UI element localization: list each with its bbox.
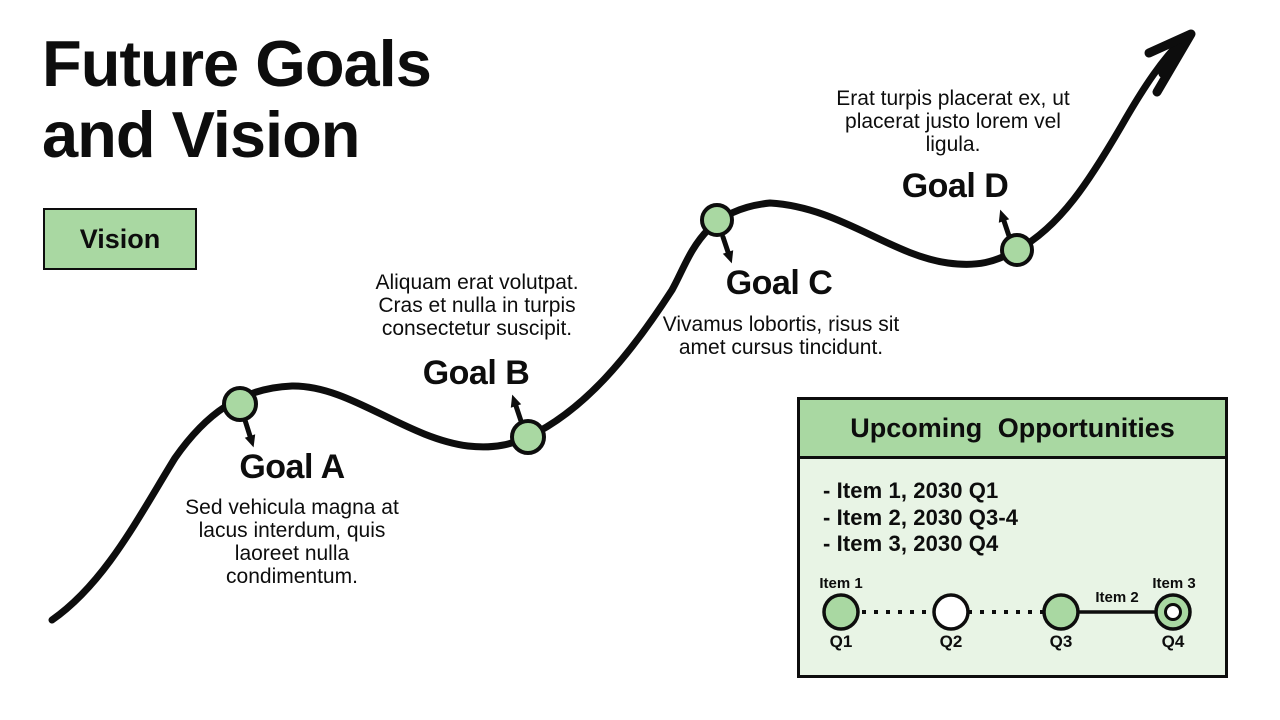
page-title: Future Goals and Vision — [42, 27, 432, 171]
curve-end-arrowhead-icon — [1144, 29, 1196, 97]
goal-d-description: Erat turpis placerat ex, ut placerat jus… — [836, 87, 1070, 156]
goal-a-label: Goal A — [239, 448, 345, 486]
goal-b-description: Aliquam erat volutpat. Cras et nulla in … — [375, 271, 579, 340]
timeline-quarter-label-q1: Q1 — [829, 632, 853, 651]
opportunities-panel-header: Upcoming Opportunities — [800, 400, 1225, 459]
goal-c-pointer-line — [720, 234, 731, 255]
timeline-node-q1 — [822, 593, 860, 631]
timeline-node-q3 — [1042, 593, 1080, 631]
timeline-segment-label-item2: Item 2 — [1095, 589, 1139, 606]
quarter-timeline-graphic — [822, 593, 1192, 631]
opportunities-item: - Item 3, 2030 Q4 — [823, 531, 999, 556]
goal-d-pointer-line — [1001, 218, 1012, 239]
goal-a-node — [222, 386, 258, 422]
goal-d-label: Goal D — [901, 167, 1009, 205]
goal-c-label: Goal C — [725, 264, 833, 302]
timeline-node-q4-core — [1164, 603, 1182, 621]
opportunities-item: - Item 1, 2030 Q1 — [823, 478, 999, 503]
goal-b-pointer-arrowhead-icon — [510, 394, 522, 408]
timeline-quarter-label-q2: Q2 — [939, 632, 963, 651]
opportunities-panel: Upcoming Opportunities - Item 1, 2030 Q1… — [797, 397, 1228, 678]
opportunities-item: - Item 2, 2030 Q3-4 — [823, 504, 1019, 530]
goal-d-pointer-arrowhead-icon — [998, 209, 1010, 223]
page-title-line-2: and Vision — [42, 98, 360, 171]
goal-a-pointer-arrowhead-icon — [244, 434, 256, 448]
opportunities-panel-title: Upcoming Opportunities — [850, 412, 1175, 443]
timeline-marker-label-item3: Item 3 — [1152, 575, 1196, 592]
curve-end-arrowhead-inner-stroke — [1158, 43, 1184, 78]
goal-c-pointer-arrowhead-icon — [722, 250, 734, 264]
vision-badge: Vision — [43, 208, 197, 270]
timeline-quarter-label-q4: Q4 — [1161, 632, 1185, 651]
goal-b-pointer-line — [513, 403, 524, 424]
goal-b-node — [510, 419, 546, 455]
goal-c-description: Vivamus lobortis, risus sit amet cursus … — [662, 313, 900, 359]
goal-a-description: Sed vehicula magna at lacus interdum, qu… — [185, 496, 399, 588]
goal-c-node — [700, 203, 734, 237]
timeline-node-q2 — [932, 593, 970, 631]
opportunities-item-list: - Item 1, 2030 Q1 - Item 2, 2030 Q3-4 - … — [823, 478, 1018, 558]
goal-d-node — [1000, 233, 1034, 267]
page-title-line-1: Future Goals — [42, 27, 432, 100]
timeline-quarter-label-q3: Q3 — [1049, 632, 1073, 651]
timeline-marker-label-item1: Item 1 — [819, 575, 863, 592]
goal-b-label: Goal B — [422, 354, 530, 392]
